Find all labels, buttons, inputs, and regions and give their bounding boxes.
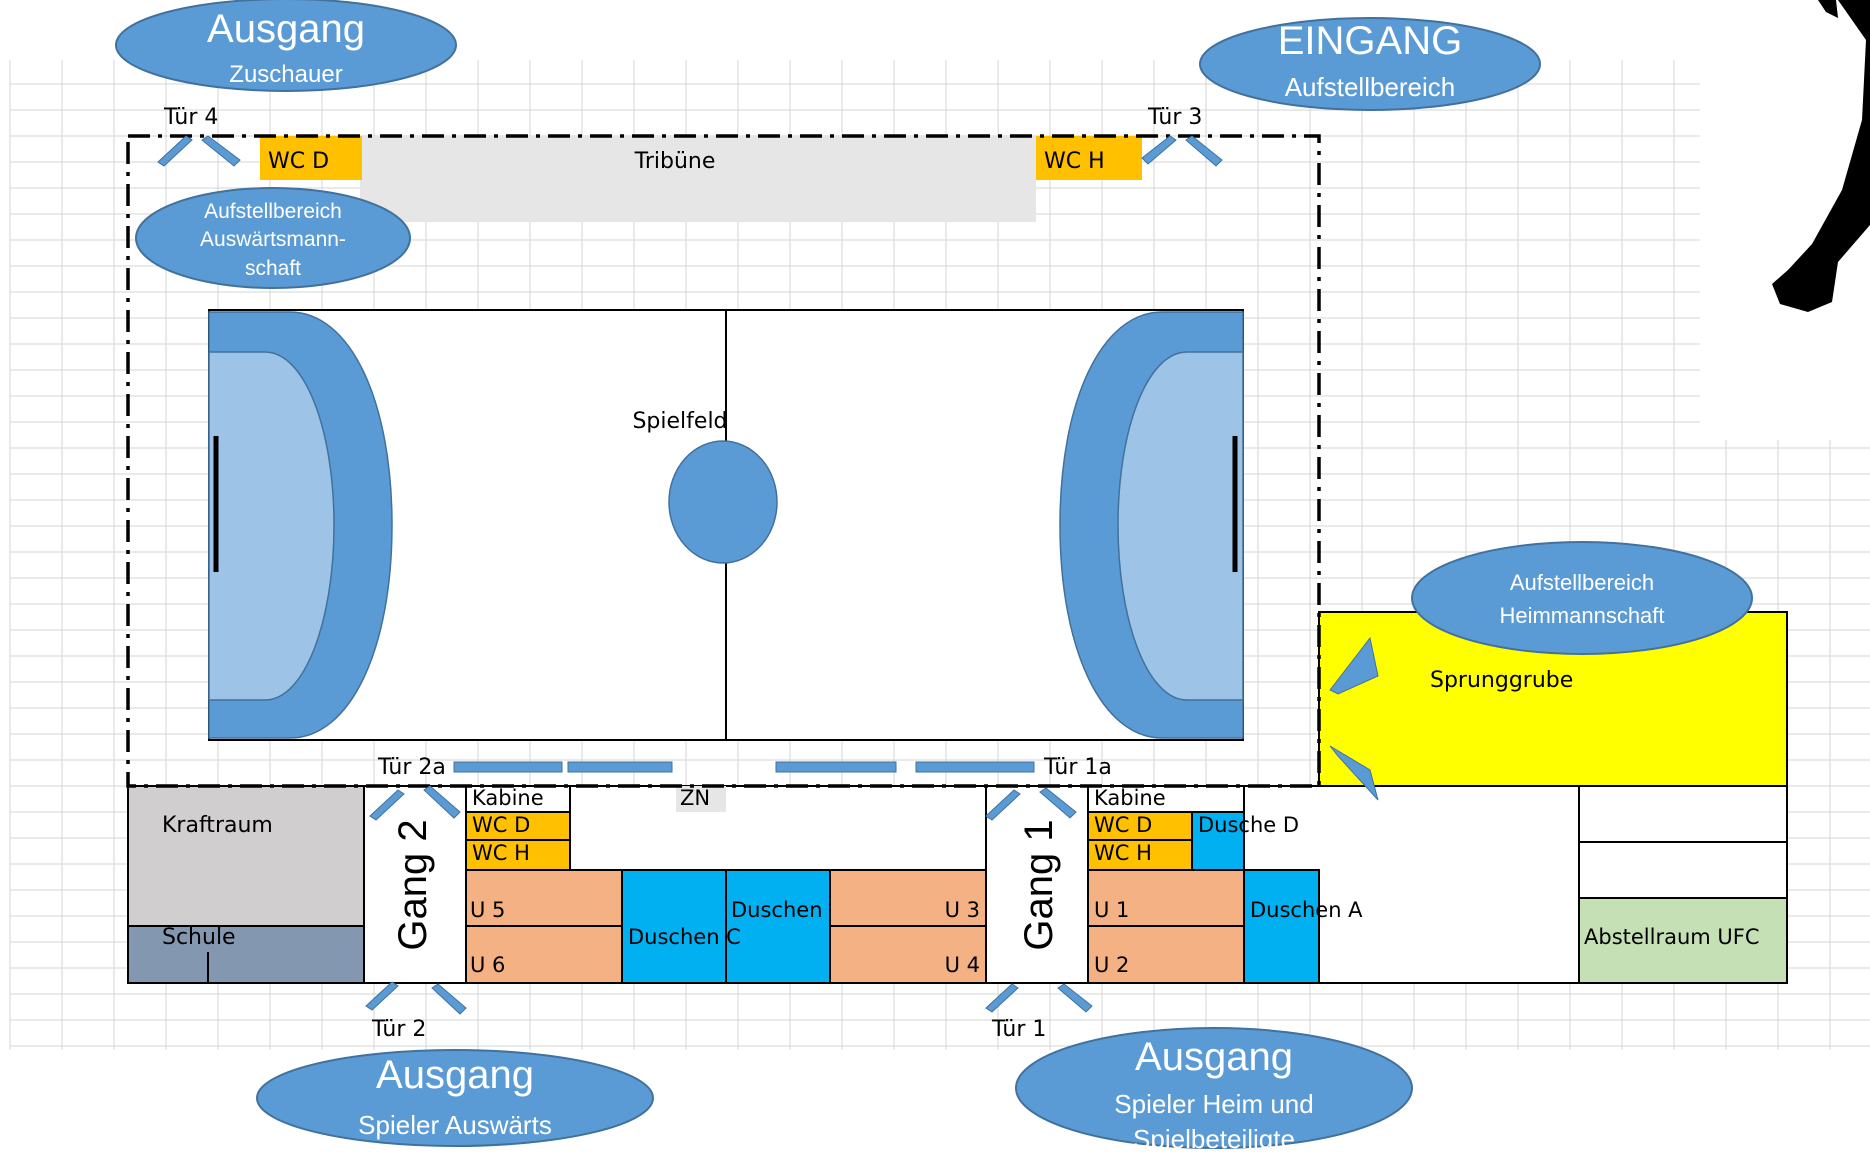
door-tuer2-label: Tür 2 [371, 1017, 426, 1042]
kabine-right-label: Kabine [1094, 786, 1166, 810]
room-u6-label: U 6 [470, 953, 505, 977]
door-sprunggrube-leaves [1329, 636, 1379, 801]
bubble-entrance: EINGANG Aufstellbereich [1199, 17, 1541, 111]
door-tuer1a-leaves [985, 787, 1077, 821]
kabine-left-label: Kabine [472, 786, 544, 810]
bubble-exit-spectators-title: Ausgang [207, 7, 365, 51]
wc-h-left [465, 839, 571, 871]
bubble-exit-spectators-subtitle: Zuschauer [229, 61, 342, 88]
wc-d-right [1087, 811, 1193, 841]
wc-h-top-label: WC H [1044, 149, 1105, 174]
duschen-a-label: Duschen A [1250, 898, 1363, 922]
bench-2 [567, 761, 673, 773]
bubble-exit-away-title: Ausgang [376, 1053, 534, 1097]
wc-d-top-label: WC D [268, 149, 329, 174]
bubble-home-team-area: Aufstellbereich Heimmannschaft [1411, 541, 1753, 655]
wc-d-left-label: WC D [472, 813, 530, 837]
gang-2 [363, 785, 467, 984]
room-u1-label: U 1 [1094, 898, 1129, 922]
bench-3 [775, 761, 897, 773]
bubble-exit-away-players: Ausgang Spieler Auswärts [256, 1049, 654, 1147]
door-tuer1a-label: Tür 1a [1043, 755, 1112, 780]
gang-1 [985, 785, 1089, 984]
kraftraum [127, 785, 365, 927]
wc-d-right-label: WC D [1094, 813, 1152, 837]
bubble-away-line2: Auswärtsmann- [200, 228, 346, 251]
dusche-d-label: Dusche D [1198, 813, 1299, 837]
duschen-c-label: Duschen C [628, 925, 741, 949]
tribune-label: Tribüne [634, 149, 716, 174]
wc-h-right-label: WC H [1094, 841, 1152, 865]
tribune-area [360, 136, 1036, 222]
room-u4-label: U 4 [945, 953, 980, 977]
schule-label: Schule [162, 925, 236, 950]
hall-boundary [126, 134, 1321, 788]
bench-4 [915, 761, 1035, 773]
duschen-a [1243, 869, 1320, 984]
duschen-b-label: Duschen B [731, 898, 844, 922]
bubble-entrance-title: EINGANG [1278, 19, 1462, 63]
left-goal-area-inner [208, 351, 335, 701]
bubble-exit-home-players: Ausgang Spieler Heim und Spielbeteiligte [1015, 1027, 1413, 1154]
storage-room-1 [1578, 785, 1788, 843]
bubble-exit-away-subtitle: Spieler Auswärts [358, 1110, 552, 1140]
bubble-exit-home-title: Ausgang [1135, 1035, 1293, 1079]
bubble-away-team-area: Aufstellbereich Auswärtsmann- schaft [135, 187, 411, 289]
bubble-home-line2: Heimmannschaft [1499, 603, 1664, 628]
door-tuer2a-label: Tür 2a [377, 755, 446, 780]
gang-2-label: Gang 2 [391, 819, 435, 950]
door-tuer3-leaves [1141, 135, 1223, 167]
door-tuer4-leaves [157, 135, 241, 167]
bubble-away-line3: schaft [245, 257, 301, 280]
door-tuer1-leaves [985, 983, 1093, 1013]
mascot-silhouette-icon [1772, 0, 1870, 312]
door-tuer3-label: Tür 3 [1147, 105, 1202, 130]
abstellraum [1578, 897, 1788, 984]
bench-1 [453, 761, 563, 773]
schule [127, 925, 365, 984]
door-tuer1-label: Tür 1 [991, 1017, 1046, 1042]
room-u5 [465, 869, 623, 927]
bubble-away-line1: Aufstellbereich [204, 200, 342, 223]
wc-d-left [465, 811, 571, 841]
sprunggrube-label: Sprunggrube [1430, 668, 1573, 693]
dusche-d [1191, 811, 1245, 871]
wc-h-top [1036, 136, 1142, 180]
bubble-exit-spectators: Ausgang Zuschauer [115, 0, 457, 92]
wc-h-left-label: WC H [472, 841, 530, 865]
bubble-exit-home-line1: Spieler Heim und [1114, 1089, 1313, 1119]
wc-d-top [260, 136, 362, 180]
room-u2-label: U 2 [1094, 953, 1129, 977]
room-u3 [829, 869, 987, 927]
mascot-arm-icon [1818, 0, 1838, 18]
storage-room-2 [1578, 841, 1788, 899]
room-u2 [1087, 925, 1245, 984]
door-tuer2a-leaves [369, 785, 461, 821]
abstellraum-label: Abstellraum UFC [1584, 925, 1760, 949]
right-goal-area-inner [1117, 351, 1244, 701]
door-tuer2-leaves [365, 981, 467, 1015]
room-u5-label: U 5 [470, 898, 505, 922]
gang-1-label: Gang 1 [1017, 819, 1061, 950]
center-circle [668, 440, 778, 564]
door-tuer4-label: Tür 4 [163, 105, 218, 130]
zn-box [676, 786, 726, 812]
spielfeld-label: Spielfeld [632, 409, 727, 434]
room-u3-label: U 3 [945, 898, 980, 922]
bubble-entrance-subtitle: Aufstellbereich [1285, 72, 1456, 102]
bubble-exit-home-line2: Spielbeteiligte [1133, 1124, 1295, 1154]
bubble-home-line1: Aufstellbereich [1510, 570, 1654, 595]
zn-label: ZN [680, 786, 710, 810]
room-u1 [1087, 869, 1245, 927]
kraftraum-label: Kraftraum [162, 813, 273, 838]
